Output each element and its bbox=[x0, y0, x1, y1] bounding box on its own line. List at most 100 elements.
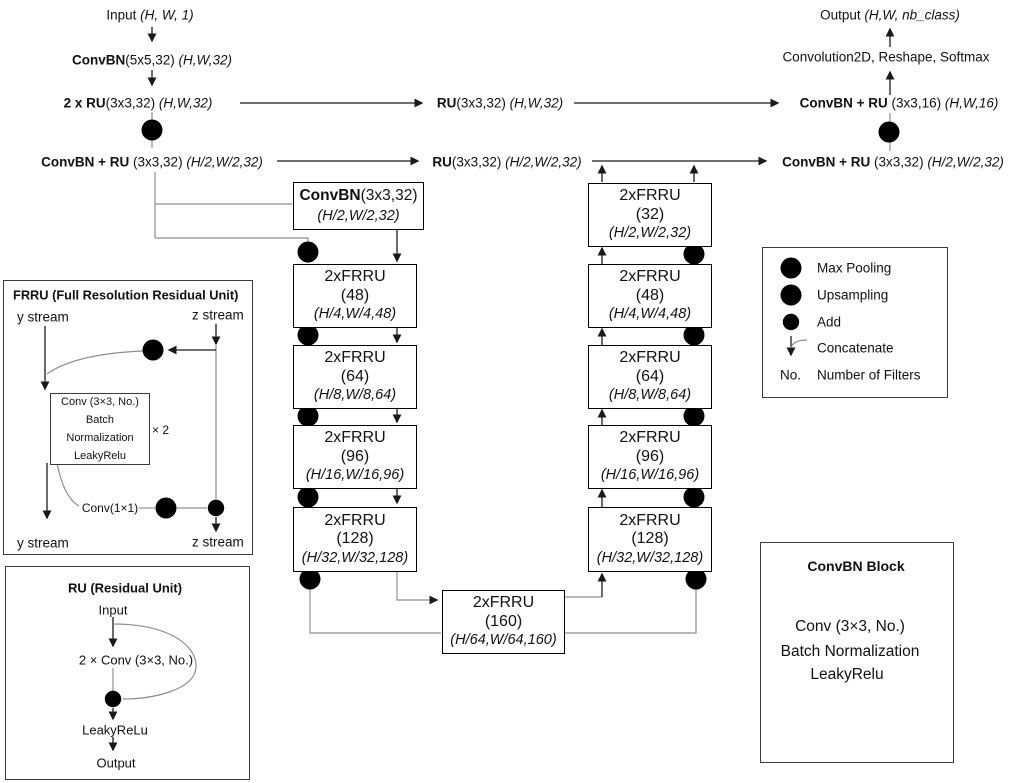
box-filters: (96) bbox=[635, 447, 665, 465]
label-run: (3x3,32) bbox=[105, 95, 159, 111]
box-title: 2xFRRU bbox=[619, 511, 681, 529]
ru-leakyrelu-label: LeakyReLu bbox=[82, 722, 148, 738]
box-shape: (H/2,W/2,32) bbox=[608, 225, 692, 242]
label-run: (3x3,32) bbox=[451, 154, 506, 170]
box-title: 2xFRRU bbox=[324, 511, 386, 529]
convbn-panel bbox=[760, 542, 954, 763]
legend-max-pooling-label: Max Pooling bbox=[817, 260, 892, 276]
frru-box-dec-48: 2xFRRU (48) (H/4,W/4,48) bbox=[588, 264, 712, 328]
frru-box-enc-128: 2xFRRU (128) (H/32,W/32,128) bbox=[293, 507, 417, 572]
legend-add-label: Add bbox=[817, 314, 842, 330]
label-bold-run: ConvBN + RU bbox=[782, 154, 875, 170]
box-shape: (H/16,W/16,96) bbox=[305, 467, 405, 484]
frru-box-dec-32: 2xFRRU (32) (H/2,W/2,32) bbox=[588, 183, 712, 247]
frru-box-dec-96: 2xFRRU (96) (H/16,W/16,96) bbox=[588, 425, 712, 489]
legend-no-symbol: No. bbox=[780, 367, 802, 383]
legend-upsampling-label: Upsampling bbox=[817, 287, 889, 303]
label-bold-run: ConvBN + RU bbox=[41, 154, 134, 170]
output-shape: (H,W, nb_class) bbox=[864, 7, 960, 23]
box-title: 2xFRRU bbox=[324, 268, 386, 286]
convbn-ru32-right-label: ConvBN + RU (3x3,32) (H/2,W/2,32) bbox=[782, 155, 1004, 170]
frru-panel bbox=[3, 280, 253, 555]
legend-number-of-filters-label: Number of Filters bbox=[817, 367, 921, 383]
box-shape: (H/8,W/8,64) bbox=[608, 387, 692, 404]
label-shape-run: (H,W,32) bbox=[178, 52, 233, 68]
box-shape: (H/32,W/32,128) bbox=[301, 549, 409, 566]
frru-panel-title: FRRU (Full Resolution Residual Unit) bbox=[13, 287, 239, 303]
convbn-box-shape: (H/2,W/2,32) bbox=[317, 208, 400, 224]
box-filters: (160) bbox=[484, 612, 523, 630]
left-stream-lines bbox=[154, 172, 309, 263]
input-text: Input bbox=[106, 7, 141, 23]
top-row-lines bbox=[240, 98, 780, 182]
ru-panel-lines bbox=[108, 617, 197, 752]
z-stream-in-label: z stream bbox=[192, 307, 244, 323]
label-run: (3x3,32) bbox=[456, 95, 510, 111]
label-shape-run: (H,W,32) bbox=[158, 95, 213, 111]
frru-leaky-line: LeakyRelu bbox=[74, 450, 126, 462]
ru-input-label: Input bbox=[98, 602, 128, 618]
label-bold-run: 2 x RU bbox=[63, 95, 106, 111]
ru-conv-label: 2 × Conv (3×3, No.) bbox=[78, 652, 194, 668]
output-label: Output (H,W, nb_class) bbox=[820, 8, 960, 23]
box-title: 2xFRRU bbox=[324, 429, 386, 447]
convbn-panel-conv-line: Conv (3×3, No.) bbox=[795, 618, 905, 635]
label-run: (3x3,16) bbox=[891, 95, 945, 111]
convbn-box-line1: ConvBN(3x3,32) bbox=[299, 186, 417, 206]
max-pooling-icon bbox=[141, 119, 163, 141]
input-label: Input (H, W, 1) bbox=[106, 8, 193, 23]
upsampling-icon bbox=[878, 121, 900, 143]
frru-bn-line: Batch Normalization bbox=[66, 414, 134, 444]
frru-box-enc-96: 2xFRRU (96) (H/16,W/16,96) bbox=[293, 425, 417, 489]
label-run: (3x3,32) bbox=[360, 187, 418, 204]
ru2x-label: 2 x RU(3x3,32) (H,W,32) bbox=[64, 96, 213, 111]
convbn-5x5-label: ConvBN(5x5,32) (H,W,32) bbox=[72, 53, 232, 68]
input-shape: (H, W, 1) bbox=[140, 7, 194, 23]
frru-box-enc-48: 2xFRRU (48) (H/4,W/4,48) bbox=[293, 264, 417, 328]
box-filters: (48) bbox=[635, 286, 665, 304]
frru-panel-lines bbox=[40, 324, 221, 533]
box-filters: (48) bbox=[340, 286, 370, 304]
box-filters: (96) bbox=[340, 447, 370, 465]
legend-concatenate-label: Concatenate bbox=[817, 340, 894, 356]
max-pooling-icon bbox=[297, 486, 319, 508]
box-title: 2xFRRU bbox=[619, 268, 681, 286]
ru-full-label: RU(3x3,32) (H,W,32) bbox=[437, 96, 563, 111]
box-filters: (128) bbox=[631, 530, 669, 548]
label-shape-run: (H/2,W/2,32) bbox=[927, 154, 1004, 170]
y-stream-in-label: y stream bbox=[17, 309, 69, 325]
label-bold-run: RU bbox=[432, 154, 452, 170]
box-filters: (64) bbox=[340, 367, 370, 385]
convbn-ru-left-label: ConvBN + RU (3x3,32) (H/2,W/2,32) bbox=[41, 155, 263, 170]
z-stream-out-label: z stream bbox=[192, 534, 244, 550]
box-filters: (128) bbox=[336, 530, 374, 548]
label-bold-run: ConvBN bbox=[299, 187, 361, 204]
convbn-box: ConvBN(3x3,32) (H/2,W/2,32) bbox=[293, 182, 424, 230]
y-stream-out-label: y stream bbox=[17, 535, 69, 551]
frru-box-dec-128: 2xFRRU (128) (H/32,W/32,128) bbox=[588, 507, 712, 572]
label-bold-run: ConvBN bbox=[71, 52, 126, 68]
box-shape: (H/16,W/16,96) bbox=[600, 467, 700, 484]
label-shape-run: (H/2,W/2,32) bbox=[186, 154, 263, 170]
times2-label: × 2 bbox=[152, 423, 170, 437]
output-text: Output bbox=[820, 7, 865, 23]
box-shape: (H/8,W/8,64) bbox=[313, 387, 397, 404]
label-shape-run: (H,W,32) bbox=[509, 95, 564, 111]
frru-box-enc-64: 2xFRRU (64) (H/8,W/8,64) bbox=[293, 345, 417, 409]
label-run: (5x5,32) bbox=[125, 52, 179, 68]
box-filters: (32) bbox=[635, 205, 665, 223]
box-title: 2xFRRU bbox=[472, 594, 535, 612]
label-bold-run: ConvBN + RU bbox=[799, 95, 892, 111]
label-bold-run: RU bbox=[436, 95, 457, 111]
box-shape: (H/64,W/64,160) bbox=[450, 632, 557, 649]
conv1x1-label: Conv(1×1) bbox=[81, 501, 139, 515]
box-filters: (64) bbox=[635, 367, 665, 385]
box-title: 2xFRRU bbox=[619, 349, 681, 367]
concatenate-icon bbox=[786, 336, 808, 357]
convbn-panel-bn-line: Batch Normalization bbox=[780, 643, 920, 660]
label-run: (3x3,32) bbox=[133, 154, 187, 170]
convbn-ru16-label: ConvBN + RU (3x3,16) (H,W,16) bbox=[800, 96, 999, 111]
softmax-label: Convolution2D, Reshape, Softmax bbox=[782, 49, 990, 65]
